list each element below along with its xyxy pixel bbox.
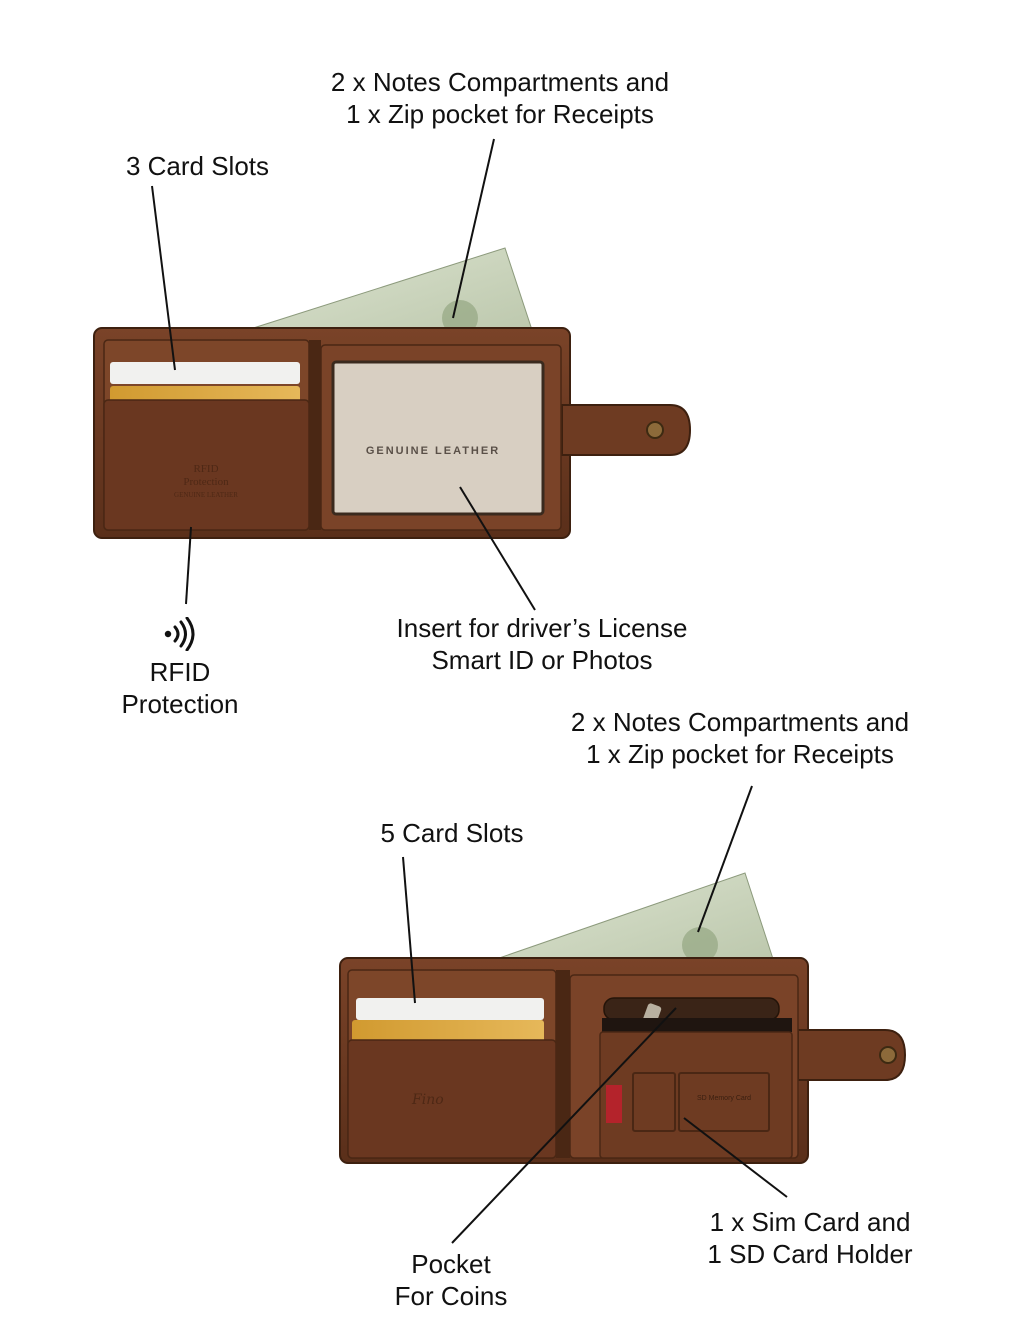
bottom-sim-label-line2: 1 SD Card Holder xyxy=(707,1239,913,1269)
top-wallet xyxy=(93,247,692,539)
bottom-notes-label-line2: 1 x Zip pocket for Receipts xyxy=(586,739,894,769)
top-id-insert-label: Insert for driver’s License Smart ID or … xyxy=(362,612,722,676)
bottom-wallet-strap xyxy=(797,1029,907,1081)
top-rfid-label-line1: RFID xyxy=(149,657,211,687)
top-card-slots-label: 3 Card Slots xyxy=(100,150,295,182)
bottom-sd-text: SD Memory Card xyxy=(697,1095,751,1102)
bottom-snap-button xyxy=(879,1046,897,1064)
top-emboss-line3: GENUINE LEATHER xyxy=(174,491,238,499)
top-window-text: GENUINE LEATHER xyxy=(366,445,500,457)
bottom-coin-pocket-line1: Pocket xyxy=(411,1249,491,1279)
bottom-card-white xyxy=(356,998,544,1020)
leader-top-rfid xyxy=(185,526,192,605)
bottom-card-slots-label: 5 Card Slots xyxy=(352,817,552,849)
top-id-window xyxy=(331,360,545,516)
bottom-red-tag xyxy=(606,1085,622,1123)
bottom-sd-slot xyxy=(678,1072,770,1132)
leader-bottom-coin-pocket xyxy=(451,1007,677,1244)
top-card-white xyxy=(110,362,300,384)
top-wallet-strap xyxy=(561,404,692,456)
top-notes-label-line1: 2 x Notes Compartments and xyxy=(330,67,670,97)
top-rfid-label-line2: Protection xyxy=(121,689,239,719)
bottom-coin-pocket-label: Pocket For Coins xyxy=(361,1248,541,1312)
bottom-card-gold xyxy=(352,1020,544,1042)
top-notes-label: 2 x Notes Compartments and 1 x Zip pocke… xyxy=(300,66,700,130)
top-id-insert-label-line1: Insert for driver’s License xyxy=(396,613,688,643)
bottom-coin-pocket-line2: For Coins xyxy=(394,1281,508,1311)
bottom-zip-pocket xyxy=(603,997,780,1021)
leader-bottom-notes xyxy=(697,785,753,933)
top-id-insert-label-line2: Smart ID or Photos xyxy=(431,645,653,675)
top-emboss-line1: RFID xyxy=(193,463,218,475)
leader-bottom-card-slots xyxy=(402,856,416,1004)
bottom-brand-emboss: Fino xyxy=(411,1092,444,1108)
leader-top-notes xyxy=(452,138,495,319)
top-emboss-line2: Protection xyxy=(183,476,229,488)
top-snap-button xyxy=(646,421,664,439)
leader-top-id-insert xyxy=(459,486,536,611)
bottom-card-slots-text: 5 Card Slots xyxy=(380,818,524,848)
leader-bottom-sim xyxy=(683,1117,788,1198)
bottom-card-pocket xyxy=(347,1039,557,1159)
top-rfid-label: RFID Protection xyxy=(100,656,260,720)
bottom-sim-label-line1: 1 x Sim Card and xyxy=(709,1207,911,1237)
rfid-wave-icon xyxy=(164,617,195,651)
bottom-sim-label: 1 x Sim Card and 1 SD Card Holder xyxy=(680,1206,940,1270)
bottom-notes-label: 2 x Notes Compartments and 1 x Zip pocke… xyxy=(540,706,940,770)
bottom-wallet xyxy=(339,872,907,1164)
bottom-notes-label-line1: 2 x Notes Compartments and xyxy=(570,707,910,737)
leader-top-card-slots xyxy=(151,185,176,371)
top-card-slots-text: 3 Card Slots xyxy=(125,151,270,181)
bottom-banknote-seal xyxy=(682,927,718,963)
bottom-sim-slot xyxy=(632,1072,676,1132)
top-notes-label-line2: 1 x Zip pocket for Receipts xyxy=(346,99,654,129)
